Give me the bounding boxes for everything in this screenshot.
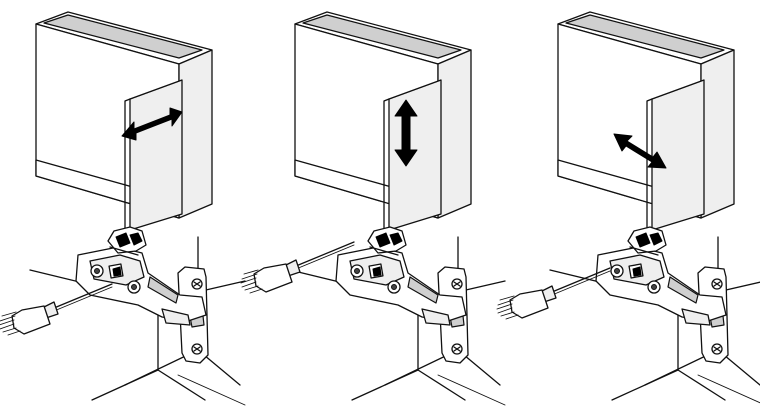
hinge-2 — [289, 226, 506, 406]
cabinet-2 — [294, 11, 472, 233]
cabinet-3 — [557, 11, 735, 233]
cabinet-1 — [35, 11, 213, 233]
panel-in-out — [496, 11, 760, 406]
panel-up-down — [240, 11, 506, 406]
screwdriver-1 — [0, 283, 113, 336]
hinge-3 — [549, 226, 760, 406]
screwdriver-3 — [496, 267, 611, 320]
panel-side-to-side — [0, 11, 246, 406]
hinge-1 — [29, 226, 246, 406]
